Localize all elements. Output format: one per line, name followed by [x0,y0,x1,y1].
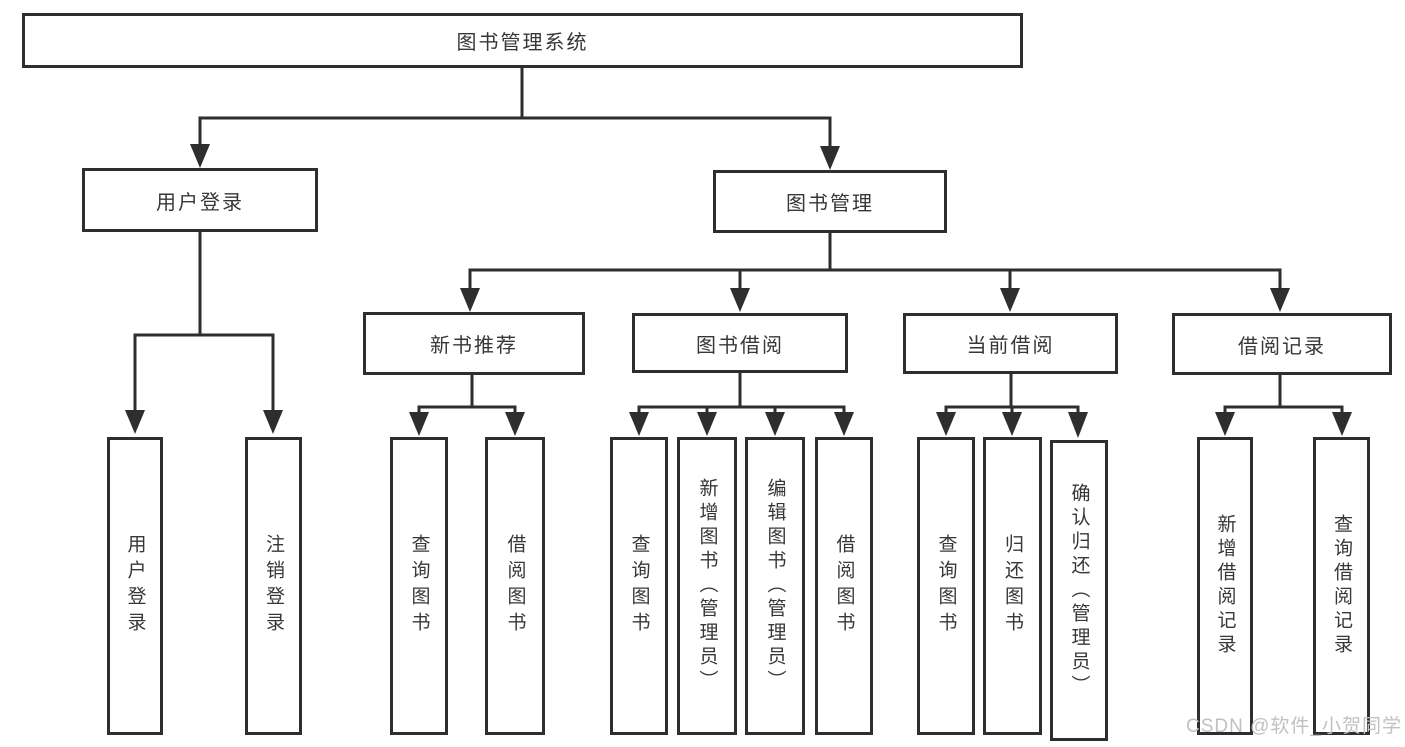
node-borrow-books-op: 借阅图书 [815,437,873,735]
arrow-down-icon [1215,412,1235,436]
node-label: 查询图书 [628,534,650,638]
arrow-down-icon [409,412,429,436]
arrow-down-icon [820,146,840,170]
connector-borrow-records-children [1223,375,1344,413]
node-query-books-borrow: 查询图书 [610,437,668,735]
node-label: 用户登录 [124,534,146,638]
arrow-down-icon [125,410,145,434]
node-book-management: 图书管理 [713,170,947,233]
connector-root-to-level1 [198,68,832,146]
arrowheads-user-login [125,410,283,434]
node-label: 用户登录 [156,191,244,214]
arrow-down-icon [697,412,717,436]
connector-current-borrow-children [944,374,1080,413]
node-label: 借阅图书 [833,534,855,638]
arrow-down-icon [1270,288,1290,312]
node-root-system: 图书管理系统 [22,13,1023,68]
node-label: 确认归还（管理员） [1068,482,1090,699]
arrow-down-icon [1000,288,1020,312]
node-logout-op: 注销登录 [245,437,302,735]
node-label: 归还图书 [1002,534,1023,638]
node-user-login-op: 用户登录 [107,437,163,735]
arrow-down-icon [460,288,480,312]
node-add-books-admin: 新增图书（管理员） [677,437,737,735]
node-confirm-return-admin: 确认归还（管理员） [1050,440,1108,741]
node-label: 图书管理 [786,193,874,215]
csdn-watermark: CSDN @软件_小贺同学 [1186,716,1402,737]
node-label: 新书推荐 [430,335,518,357]
node-user-login: 用户登录 [82,168,318,232]
node-label: 查询图书 [408,534,430,638]
connector-book-management-children [468,233,1282,289]
node-label: 新增图书（管理员） [696,478,718,694]
node-borrow-records: 借阅记录 [1172,313,1392,375]
node-new-book-recommend: 新书推荐 [363,312,585,375]
arrowheads-level2 [460,288,1290,312]
node-query-books-current: 查询图书 [917,437,975,735]
connector-user-login-children [133,232,275,411]
arrowheads-leaves [409,412,1352,438]
node-label: 图书管理系统 [456,32,589,54]
arrow-down-icon [730,288,750,312]
node-add-borrow-record: 新增借阅记录 [1197,437,1253,735]
arrow-down-icon [263,410,283,434]
node-label: 图书借阅 [696,334,784,357]
arrow-down-icon [1332,412,1352,436]
node-book-borrow: 图书借阅 [632,313,848,373]
node-label: 查询图书 [935,534,957,638]
node-label: 注销登录 [263,534,284,638]
arrow-down-icon [936,412,956,436]
arrow-down-icon [505,412,525,436]
arrow-down-icon [190,144,210,168]
connector-new-book-recommend-children [417,375,517,413]
node-label: 当前借阅 [966,335,1055,357]
node-label: 编辑图书（管理员） [764,478,786,694]
node-return-books: 归还图书 [983,437,1042,735]
node-label: 借阅记录 [1238,335,1326,358]
node-edit-books-admin: 编辑图书（管理员） [745,437,805,735]
node-borrow-books-recommend: 借阅图书 [485,437,545,735]
node-label: 查询借阅记录 [1331,514,1352,658]
arrow-down-icon [834,412,854,436]
arrow-down-icon [629,412,649,436]
node-label: 借阅图书 [504,534,526,638]
connector-book-borrow-children [637,373,846,413]
arrow-down-icon [1002,412,1022,436]
node-query-borrow-record: 查询借阅记录 [1313,437,1370,735]
node-label: 新增借阅记录 [1214,514,1236,658]
arrow-down-icon [765,412,785,436]
node-query-books-recommend: 查询图书 [390,437,448,735]
arrowheads-level1 [190,144,840,170]
arrow-down-icon [1068,412,1088,438]
node-current-borrow: 当前借阅 [903,313,1118,374]
